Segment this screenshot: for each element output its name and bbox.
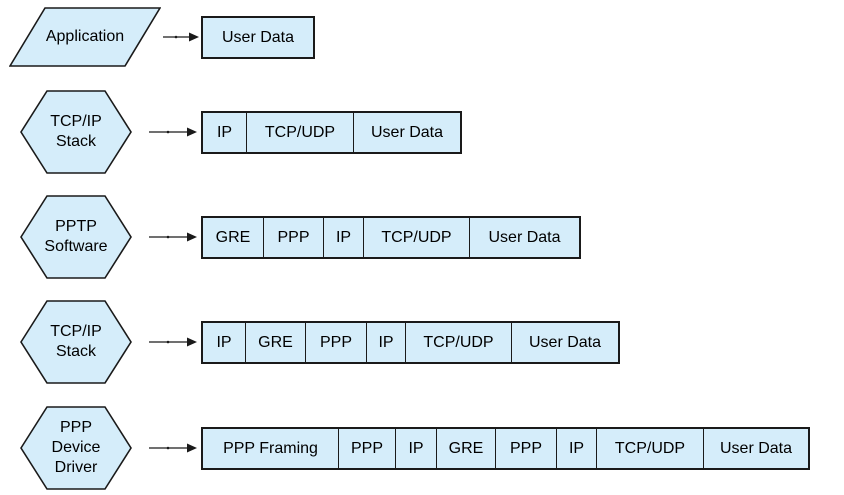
shape-label-line: Application [45,28,125,45]
packet-field-gre: GRE [245,323,305,362]
parallelogram-outline [9,7,161,67]
packet-field-ppp: PPP [495,429,556,468]
packet-field-tcp-udp: TCP/UDP [596,429,703,468]
packet-field-ip: IP [366,323,405,362]
hexagon-tcp-ip-stack: TCP/IP Stack [20,90,132,174]
packet-field-ip: IP [216,333,232,351]
arrow-icon [149,127,197,137]
hexagon-outline [20,195,132,279]
packet-field-user-data: User Data [511,323,618,362]
packet-field-ip: IP [395,429,436,468]
shape-label: TCP/IP Stack [20,90,132,174]
flow-arrow [148,335,198,349]
arrow-icon [163,32,199,42]
arrow-icon [149,337,197,347]
packet-field-gre: GRE [436,429,495,468]
packet-field-ip: IP [216,123,233,141]
arrow-icon [149,232,197,242]
shape-label-line: Stack [55,133,96,150]
shape-label-line: TCP/IP [50,113,102,130]
packet-field-ppp: PPP [305,323,366,362]
packet-field-user-data: User Data [703,429,808,468]
flow-arrow [148,441,198,455]
packet-field-ip: IP [323,218,363,257]
flow-arrow [162,30,200,44]
hexagon-pptp-software: PPTP Software [20,195,132,279]
packet-field-user-data: User Data [469,218,579,257]
flow-arrow [148,125,198,139]
shape-label-line: TCP/IP [50,323,102,340]
hexagon-outline [20,90,132,174]
flow-arrow [148,230,198,244]
shape-label: Application [9,7,161,67]
packet-field-user-data: User Data [221,28,295,46]
shape-label-line: Software [44,238,108,255]
shape-label: TCP/IP Stack [20,300,132,384]
packet-field-tcp-udp: TCP/UDP [405,323,511,362]
parallelogram-application: Application [9,7,161,67]
packet-field-ppp: PPP [263,218,323,257]
packet-field-tcp-udp: TCP/UDP [246,113,353,152]
hexagon-outline [20,406,132,490]
shape-label-line: Driver [54,459,98,476]
packet-box: User Data [201,16,315,59]
packet-field-ppp: PPP [338,429,395,468]
packet-field-gre: GRE [215,228,251,246]
hexagon-tcp-ip-stack: TCP/IP Stack [20,300,132,384]
shape-label-line: Device [51,439,101,456]
arrow-icon [149,443,197,453]
hexagon-outline [20,300,132,384]
shape-label-line: Stack [55,343,96,360]
shape-label-line: PPP [59,419,92,436]
shape-label-line: PPTP [55,218,97,235]
packet-field-ppp-framing: PPP Framing [223,439,318,457]
packet-field-ip: IP [556,429,596,468]
shape-label: PPTP Software [20,195,132,279]
packet-field-tcp-udp: TCP/UDP [363,218,469,257]
packet-field-user-data: User Data [353,113,460,152]
